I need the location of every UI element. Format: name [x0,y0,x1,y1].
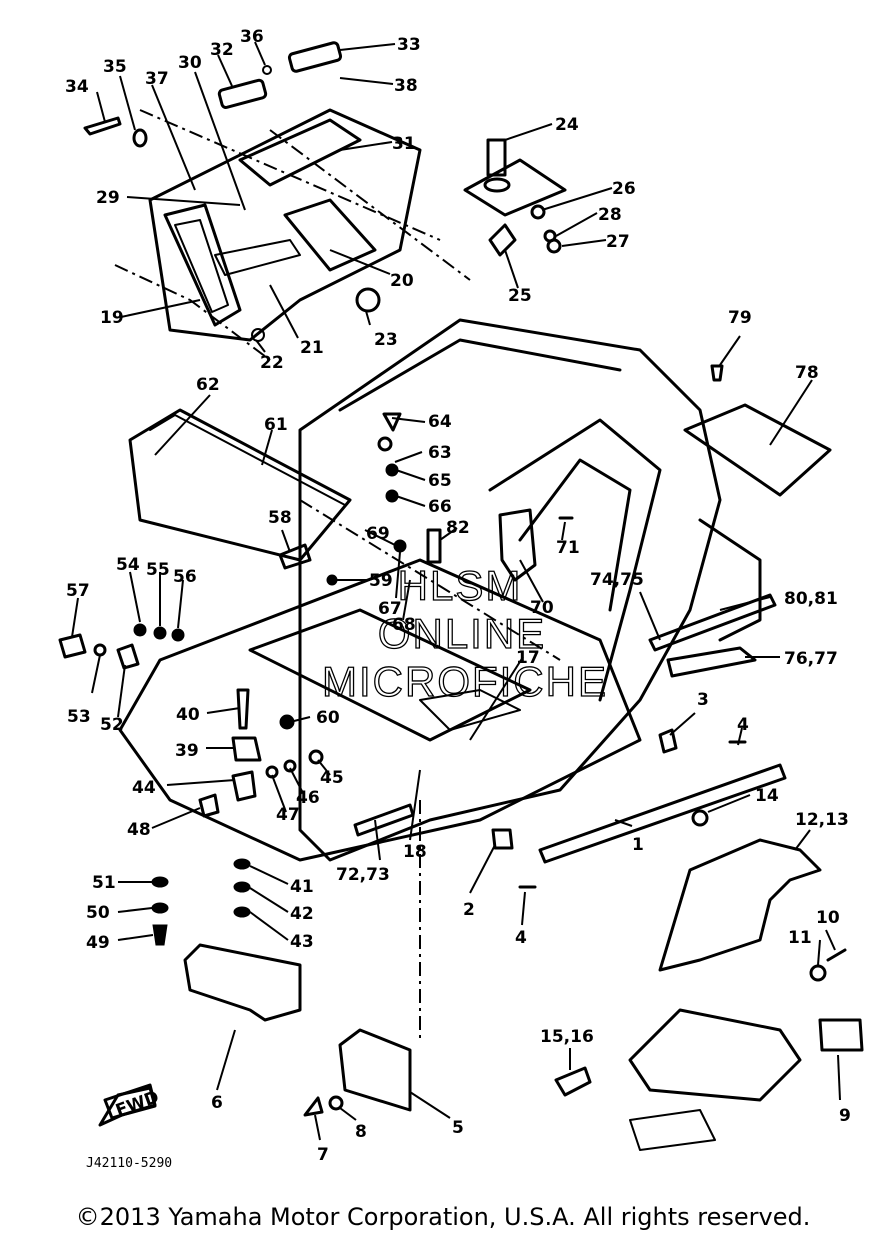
callout-label: 67 [378,599,402,619]
callout-label: 4 [737,715,749,735]
dashboard-assembly [83,41,471,361]
callout-label: 9 [839,1106,851,1126]
callout-label: 60 [316,708,340,728]
callout-label: 39 [175,741,199,761]
callout-label: 25 [508,286,532,306]
callout-label: 64 [428,412,452,432]
callout-label: 10 [816,908,840,928]
callout-label: 47 [276,805,300,825]
callout-label: 21 [300,338,324,358]
callout-label: 58 [268,508,292,528]
callout-label: 80,81 [784,589,838,609]
callout-label: 44 [132,778,156,798]
watermark: HLSM ONLINE MICROFICHE [321,561,608,705]
fwd-arrow-label: FWD [113,1087,162,1121]
callout-label: 7 [317,1145,329,1165]
lid-assembly [463,138,567,257]
callout-label: 34 [65,77,89,97]
callout-label: 33 [397,35,421,55]
callout-label: 37 [145,69,169,89]
callout-label: 15,16 [540,1027,594,1047]
callout-label: 71 [556,538,580,558]
callout-label: 54 [116,555,140,575]
rear-fender [554,809,864,1151]
callout-label: 31 [392,134,416,154]
callout-label: 57 [66,581,90,601]
callout-label: 2 [463,900,475,920]
callout-label: 70 [530,598,554,618]
fwd-arrow: FWD [98,1086,162,1127]
callout-label: 1 [632,835,644,855]
callout-label: 12,13 [795,810,849,830]
callout-label: 55 [146,560,170,580]
callout-label: 23 [374,330,398,350]
callout-label: 30 [178,53,202,73]
callout-label: 74,75 [590,570,644,590]
callout-label: 66 [428,497,452,517]
callout-label: 69 [366,524,390,544]
callout-label: 78 [795,363,819,383]
callout-label: 56 [173,567,197,587]
cover-panel [683,364,832,497]
callout-label: 65 [428,471,452,491]
callout-label: 43 [290,932,314,952]
watermark-line-1: HLSM [398,562,523,609]
callout-label: 26 [612,179,636,199]
callout-label: 59 [369,571,393,591]
callout-label: 52 [100,715,124,735]
callout-label: 62 [196,375,220,395]
callout-label: 24 [555,115,579,135]
fasteners [58,412,747,946]
callout-label: 42 [290,904,314,924]
callout-label: 28 [598,205,622,225]
callout-label: 79 [728,308,752,328]
callout-label: 5 [452,1118,464,1138]
callout-label: 11 [788,928,812,948]
callout-label: 29 [96,188,120,208]
callout-label: 3 [697,690,709,710]
callout-label: 76,77 [784,649,838,669]
copyright-notice: ©2013 Yamaha Motor Corporation, U.S.A. A… [75,1203,811,1231]
callout-label: 61 [264,415,288,435]
callout-label: 4 [515,928,527,948]
callout-label: 17 [516,648,540,668]
callout-label: 35 [103,57,127,77]
callout-label: 63 [428,443,452,463]
side-trim [353,593,787,864]
callout-label: 38 [394,76,418,96]
callout-label: 40 [176,705,200,725]
callout-label: 27 [606,232,630,252]
callout-label: 8 [355,1122,367,1142]
callout-label: 46 [296,788,320,808]
callout-label: 72,73 [336,865,390,885]
callout-labels: 1 2 3 4 4 5 6 7 8 9 10 11 12,13 14 15,16… [65,27,851,1165]
callout-label: 68 [392,615,416,635]
windshield-panel [128,408,352,570]
callout-label: 45 [320,768,344,788]
callout-label: 22 [260,353,284,373]
callout-label: 82 [446,518,470,538]
callout-label: 19 [100,308,124,328]
callout-label: 41 [290,877,314,897]
callout-label: 32 [210,40,234,60]
leader-lines [71,41,841,1141]
watermark-line-3: MICROFICHE [322,658,608,705]
callout-label: 18 [403,842,427,862]
callout-label: 20 [390,271,414,291]
callout-label: 48 [127,820,151,840]
callout-label: 51 [92,873,116,893]
callout-label: 49 [86,933,110,953]
callout-label: 53 [67,707,91,727]
body-cab [118,318,762,1040]
callout-label: 6 [211,1093,223,1113]
catalog-code: J42110-5290 [86,1156,173,1171]
watermark-line-2: ONLINE [378,610,546,657]
callout-label: 50 [86,903,110,923]
callout-label: 14 [755,786,779,806]
exploded-parts-diagram: FWD HLSM ONLINE MICROFICHE 1 2 3 4 4 5 6… [58,27,864,1165]
callout-label: 36 [240,27,264,47]
